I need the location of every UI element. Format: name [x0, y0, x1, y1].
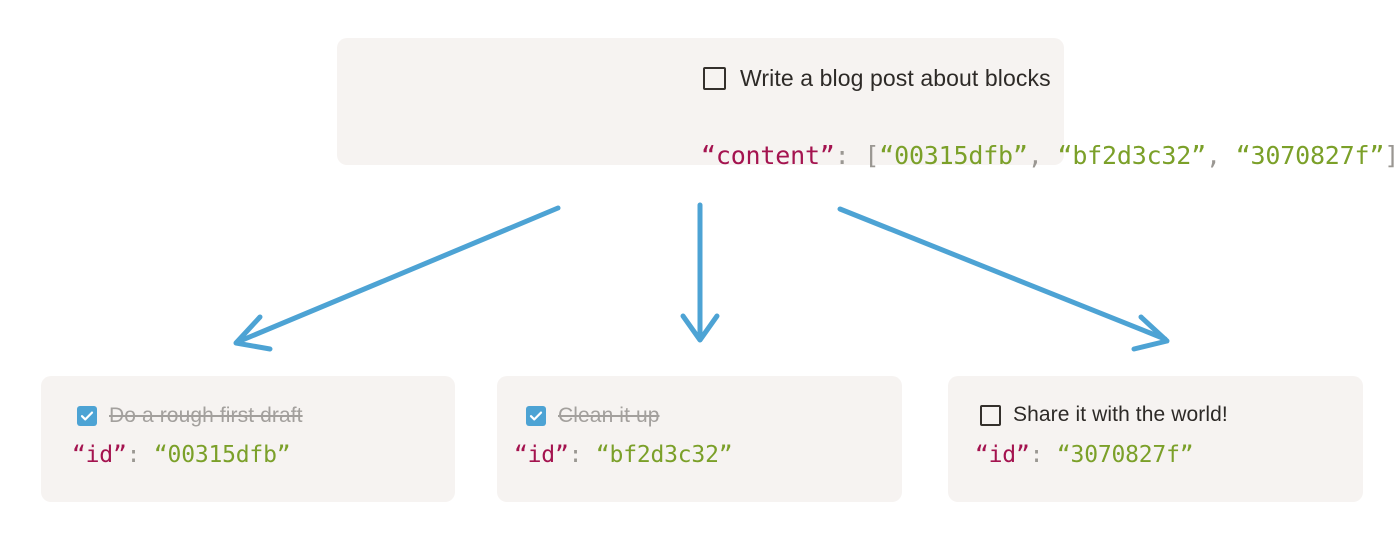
code-separator-1: , [1205, 141, 1236, 170]
check-glyph [529, 411, 543, 421]
code-key: “id” [514, 442, 569, 468]
code-colon: : [1029, 442, 1044, 468]
code-value-2: “3070827f” [1235, 141, 1385, 170]
child-code-line-2: “id”: “bf2d3c32” [514, 442, 733, 468]
code-colon: : [568, 442, 583, 468]
code-value-0: “00315dfb” [879, 141, 1028, 170]
checkbox-empty-icon[interactable] [703, 67, 726, 90]
checkbox-checked-icon[interactable] [77, 406, 97, 426]
child-block-card-2[interactable]: Clean it up “id”: “bf2d3c32” [497, 376, 902, 502]
child-block-card-3[interactable]: Share it with the world! “id”: “3070827f… [948, 376, 1363, 502]
child-task-label-1: Do a rough first draft [109, 404, 303, 427]
code-key: “id” [72, 442, 127, 468]
code-value: “3070827f” [1056, 442, 1194, 468]
parent-task-row[interactable]: Write a blog post about blocks [703, 65, 1051, 92]
child-code-line-3: “id”: “3070827f” [975, 442, 1194, 468]
code-value: “bf2d3c32” [595, 442, 733, 468]
arrow-to-first-child [233, 205, 561, 352]
parent-task-label: Write a blog post about blocks [740, 65, 1051, 91]
checkbox-checked-icon[interactable] [526, 406, 546, 426]
child-block-card-1[interactable]: Do a rough first draft “id”: “00315dfb” [41, 376, 455, 502]
code-separator-0: , [1027, 141, 1058, 170]
child-task-label-3: Share it with the world! [1013, 403, 1228, 426]
checkbox-empty-icon[interactable] [980, 404, 1001, 426]
code-colon: : [834, 141, 850, 170]
child-task-row-1[interactable]: Do a rough first draft [77, 404, 303, 428]
child-task-row-3[interactable]: Share it with the world! [980, 403, 1228, 427]
child-code-line-1: “id”: “00315dfb” [72, 442, 291, 468]
code-colon: : [126, 442, 141, 468]
code-key: “content” [701, 141, 835, 170]
code-value: “00315dfb” [153, 442, 291, 468]
parent-code-line: “content”: [“00315dfb”, “bf2d3c32”, “307… [701, 141, 1399, 170]
arrow-to-third-child [837, 206, 1170, 352]
code-open-bracket: [ [864, 141, 880, 170]
code-key: “id” [975, 442, 1030, 468]
code-value-1: “bf2d3c32” [1057, 141, 1206, 170]
check-glyph [80, 411, 94, 421]
code-close-bracket: ] [1384, 141, 1400, 170]
child-task-row-2[interactable]: Clean it up [526, 404, 660, 428]
parent-block-card[interactable]: Write a blog post about blocks “content”… [337, 38, 1399, 170]
arrow-to-second-child [680, 202, 720, 343]
child-task-label-2: Clean it up [558, 404, 660, 427]
